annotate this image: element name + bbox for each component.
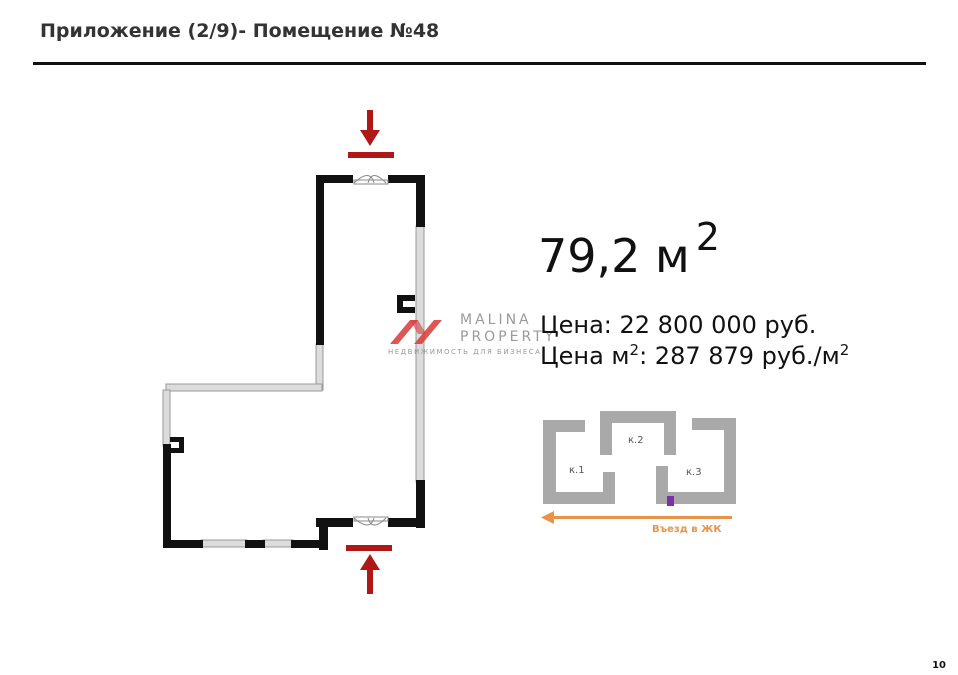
entrance-arrow-top bbox=[348, 110, 394, 158]
door-top bbox=[353, 175, 389, 185]
entry-label: Въезд в ЖК bbox=[652, 524, 722, 535]
watermark-line2: PROPERTY bbox=[460, 329, 557, 345]
walls bbox=[163, 175, 425, 550]
price-per-m-prefix: Цена м bbox=[540, 342, 630, 370]
malina-logo-icon bbox=[390, 320, 442, 344]
area-sup: 2 bbox=[695, 215, 720, 259]
price-per-m-sup1: 2 bbox=[629, 341, 640, 359]
price-line: Цена: 22 800 000 руб. bbox=[540, 311, 817, 339]
building-2-label: к.2 bbox=[628, 435, 644, 446]
price-per-m-value: : 287 879 руб./м bbox=[639, 342, 840, 370]
price-per-m-sup2: 2 bbox=[839, 341, 850, 359]
building-3-shape bbox=[656, 418, 736, 504]
area-number: 79,2 м bbox=[538, 229, 690, 283]
entrance-arrow-bottom bbox=[346, 545, 392, 594]
door-bottom bbox=[353, 516, 389, 526]
building-3-label: к.3 bbox=[686, 467, 702, 478]
building-1-label: к.1 bbox=[569, 465, 585, 476]
page-title: Приложение (2/9)- Помещение №48 bbox=[40, 20, 440, 42]
building-2-shape bbox=[600, 411, 676, 455]
building-1-shape bbox=[543, 420, 615, 504]
highlighted-unit bbox=[667, 496, 674, 506]
page-number: 10 bbox=[932, 660, 946, 671]
price-per-m2-line: Цена м2: 287 879 руб./м2 bbox=[540, 341, 849, 374]
watermark: MALINA PROPERTY НЕДВИЖИМОСТЬ ДЛЯ БИЗНЕСА bbox=[388, 312, 578, 362]
entry-arrow-icon bbox=[541, 511, 732, 524]
title-divider bbox=[33, 62, 926, 65]
watermark-line3: НЕДВИЖИМОСТЬ ДЛЯ БИЗНЕСА bbox=[388, 348, 542, 356]
watermark-line1: MALINA bbox=[460, 312, 532, 328]
